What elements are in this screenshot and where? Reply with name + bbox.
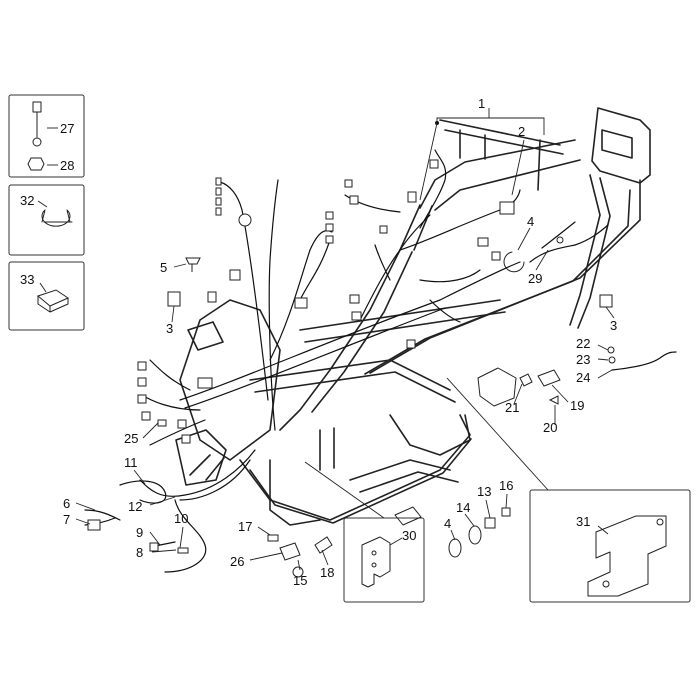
- callout-3-right: 3: [610, 318, 617, 333]
- nut-15-icon: [292, 566, 304, 578]
- callout-31: 31: [576, 514, 590, 529]
- inset-box-27-28: [8, 94, 85, 178]
- callout-30: 30: [402, 528, 416, 543]
- callout-20: 20: [543, 420, 557, 435]
- ring-4-top-icon: [503, 251, 525, 273]
- bracket-31-icon: [587, 515, 667, 597]
- bolt-22-icon: [607, 346, 615, 354]
- ring-4-bottom-icon: [448, 538, 462, 558]
- callout-24: 24: [576, 370, 590, 385]
- nut-part-icon: [27, 157, 45, 171]
- clamp-part-icon: [41, 209, 73, 227]
- leader-lines: [75, 139, 615, 571]
- ignition-module-icon: [187, 321, 224, 351]
- callout-14: 14: [456, 500, 470, 515]
- washer-23-icon: [608, 356, 616, 364]
- mount-plate-icon: [477, 367, 517, 407]
- screw-25-icon: [157, 419, 167, 427]
- callout-7: 7: [63, 512, 70, 527]
- screw-17-icon: [267, 534, 279, 542]
- callout-2: 2: [518, 124, 525, 139]
- callout-3-left: 3: [166, 321, 173, 336]
- callout-4-bottom: 4: [444, 516, 451, 531]
- callout-13: 13: [477, 484, 491, 499]
- fastener-16-icon: [501, 507, 511, 517]
- callout-17: 17: [238, 519, 252, 534]
- callout-labels: 1 2 4 29 5 3 3 22 23 24 21 19 20 25 11 1…: [20, 96, 617, 588]
- sensor-part-icon: [32, 101, 42, 113]
- inset-30-pointer: [304, 461, 385, 519]
- clip-3-right-icon: [599, 294, 613, 308]
- connector-13-icon: [484, 517, 496, 529]
- bracket-1: [436, 117, 545, 123]
- inset-box-33: [8, 261, 85, 331]
- callout-19: 19: [570, 398, 584, 413]
- ring-14-icon: [468, 525, 482, 545]
- clip-3-left-icon: [167, 291, 181, 307]
- callout-25: 25: [124, 431, 138, 446]
- callout-26: 26: [230, 554, 244, 569]
- wiring-harness: [84, 149, 677, 573]
- callout-18: 18: [320, 565, 334, 580]
- callout-6: 6: [63, 496, 70, 511]
- callout-12: 12: [128, 499, 142, 514]
- callout-5: 5: [160, 260, 167, 275]
- clip-18-icon: [314, 536, 333, 554]
- bolt-20-icon: [548, 395, 559, 405]
- loose-parts: [157, 251, 616, 578]
- callout-22: 22: [576, 336, 590, 351]
- callout-23: 23: [576, 352, 590, 367]
- callout-21: 21: [505, 400, 519, 415]
- callout-15: 15: [293, 573, 307, 588]
- screw-8-icon: [177, 547, 189, 554]
- chassis-frame: [175, 107, 651, 526]
- callout-9: 9: [136, 525, 143, 540]
- clamp-26-icon: [279, 542, 301, 561]
- bracket-30-icon: [361, 536, 391, 588]
- callout-10: 10: [174, 511, 188, 526]
- callout-16: 16: [499, 478, 513, 493]
- inset-box-32: [8, 184, 85, 256]
- callout-32: 32: [20, 193, 34, 208]
- callout-1: 1: [478, 96, 485, 111]
- nut-21-icon: [519, 373, 533, 387]
- callout-27: 27: [60, 121, 74, 136]
- callout-11: 11: [124, 455, 138, 470]
- callout-33: 33: [20, 272, 34, 287]
- inset-box-31: [529, 489, 691, 603]
- callout-29: 29: [528, 271, 542, 286]
- callout-4-top: 4: [527, 214, 534, 229]
- plate-19-icon: [537, 369, 561, 387]
- callout-28: 28: [60, 158, 74, 173]
- inset-31-pointer: [446, 377, 549, 491]
- callout-8: 8: [136, 545, 143, 560]
- grommet-5-icon: [185, 257, 201, 272]
